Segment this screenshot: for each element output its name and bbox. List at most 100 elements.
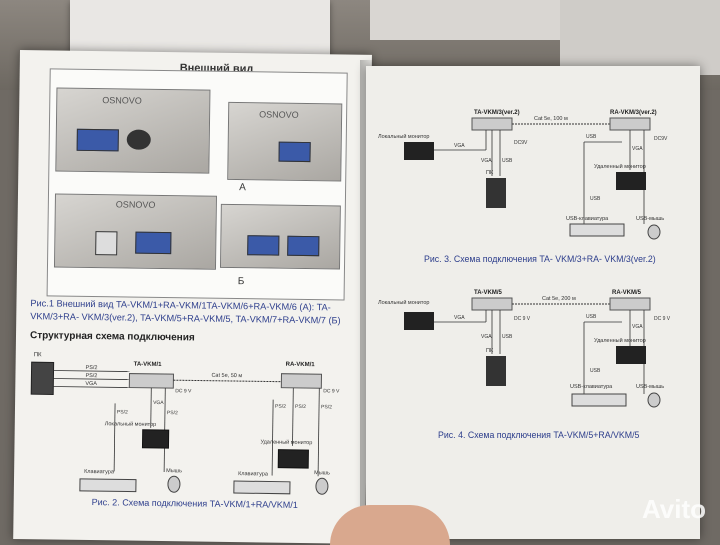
ps2-label-b: PS/2 [85, 373, 97, 379]
usb-label-a: USB [586, 134, 597, 140]
ps2-vertical-2: PS/2 [167, 410, 178, 416]
usb-vertical: USB [502, 158, 513, 164]
mouse-left-label: Мышь [166, 468, 182, 474]
mouse-right-label: Мышь [314, 470, 330, 476]
figure3-caption: Рис. 3. Схема подключения TA- VKM/3+RA- … [424, 254, 656, 264]
device-photo-a1: OSNOVO [55, 87, 211, 174]
ra-label: RA-VKM/1 [286, 362, 316, 368]
box-lid [370, 0, 580, 40]
mouse-right-icon [315, 477, 329, 495]
ps2-vertical-3: PS/2 [275, 404, 286, 410]
dc-right-label: DC9V [654, 136, 668, 142]
usb-mouse-label: USB-мышь [636, 384, 664, 390]
usb-keyboard-label: USB-клавиатура [566, 216, 609, 222]
diagram-fig4: TA-VKM/5 Cat 5e, 200 м RA-VKM/5 Локальны… [378, 290, 671, 408]
device-photo-b2 [219, 203, 341, 270]
usb-keyboard-icon [571, 393, 627, 407]
cable-label: Cat 5e, 50 м [211, 373, 242, 379]
ta-device [471, 297, 513, 311]
white-box [70, 0, 330, 58]
ra-device [280, 373, 323, 389]
avito-watermark: Avito [641, 494, 706, 524]
ta-label: TA-VKM/3(ver.2) [474, 110, 520, 116]
figure4-caption: Рис. 4. Схема подключения TA-VKM/5+RA/VK… [438, 430, 640, 440]
vga-label: VGA [85, 381, 97, 387]
dc-left-label: DC9V [514, 140, 528, 146]
keyboard-right-label: Клавиатура [238, 471, 269, 477]
vga-vertical: VGA [481, 158, 492, 164]
vga-vertical: VGA [153, 400, 164, 406]
mouse-left-icon [167, 475, 181, 493]
brand-label: OSNOVO [259, 109, 299, 120]
local-monitor-label: Локальный монитор [378, 133, 429, 140]
usb-label-a: USB [586, 314, 597, 320]
brand-label: OSNOVO [115, 199, 156, 210]
figure1-caption-line1: Рис.1 Внешний вид TA-VKM/1+RA-VKM/1TA-VK… [30, 298, 331, 313]
manual-right-page: TA-VKM/3(ver.2) Cat 5e, 100 м RA-VKM/3(v… [366, 66, 700, 539]
device-photo-frame: OSNOVO OSNOVO А OSNOVO Б [46, 68, 348, 301]
vga-label: VGA [454, 315, 465, 321]
label-a: А [239, 182, 246, 194]
local-monitor-label: Локальный монитор [378, 299, 429, 306]
ra-label: RA-VKM/5 [612, 290, 642, 296]
usb-label-c: USB [590, 196, 601, 202]
remote-monitor-icon [277, 449, 309, 469]
ta-label: TA-VKM/1 [134, 362, 163, 368]
ps2-vertical-1: PS/2 [117, 409, 128, 415]
figure1-caption-line2: VKM/3+RA- VKM/3(ver.2), TA-VKM/5+RA-VKM/… [30, 311, 341, 326]
ra-label: RA-VKM/3(ver.2) [610, 110, 657, 116]
usb-keyboard-icon [569, 223, 625, 237]
usb-mouse-label: USB-мышь [636, 216, 664, 222]
remote-monitor-label: Удаленный монитор [594, 337, 646, 344]
brand-label: OSNOVO [102, 95, 142, 106]
keyboard-right-icon [233, 480, 291, 495]
pc-label: ПК [486, 170, 494, 176]
vga-vertical: VGA [481, 334, 492, 340]
keyboard-left-icon [79, 478, 137, 493]
pc-label: ПК [34, 352, 42, 358]
dc-right-label: DC 9 V [323, 388, 340, 394]
pc-icon [486, 178, 506, 208]
usb-vertical: USB [502, 334, 513, 340]
dc-left-label: DC 9 V [514, 316, 531, 322]
usb-label-c: USB [590, 368, 601, 374]
ps2-vertical-5: PS/2 [321, 404, 332, 410]
device-photo-a2: OSNOVO [227, 101, 343, 182]
pc-icon [30, 361, 55, 396]
ta-label: TA-VKM/5 [474, 290, 503, 296]
ta-device [128, 373, 174, 389]
remote-monitor-icon [616, 172, 646, 190]
device-photo-b1: OSNOVO [53, 193, 217, 270]
manual-left-page: Внешний вид OSNOVO OSNOVO А OSNOVO Б Рис… [13, 50, 372, 544]
box-corner [560, 0, 720, 75]
ps2-label-a: PS/2 [86, 365, 98, 371]
label-b: Б [237, 276, 245, 288]
usb-keyboard-label: USB-клавиатура [570, 384, 613, 390]
local-monitor-icon [404, 312, 434, 330]
diagram-fig2: ПК PS/2 PS/2 VGA TA-VKM/1 Cat 5e, 50 м R… [30, 352, 340, 495]
ps2-vertical-4: PS/2 [295, 404, 306, 410]
local-monitor-icon [404, 142, 434, 160]
section-title: Структурная схема подключения [29, 330, 195, 344]
vga-label-b: VGA [632, 146, 643, 152]
usb-mouse-icon [647, 224, 661, 240]
cable-label: Cat 5e, 200 м [542, 296, 576, 302]
remote-monitor-icon [616, 346, 646, 364]
ra-device [609, 297, 651, 311]
remote-monitor-label: Удаленный монитор [594, 163, 646, 170]
vga-label-b: VGA [632, 324, 643, 330]
pc-icon [486, 356, 506, 386]
ra-device [609, 117, 651, 131]
keyboard-left-label: Клавиатура [84, 469, 115, 475]
figure2-caption: Рис. 2. Схема подключения TA-VKM/1+RA/VK… [91, 497, 298, 510]
cable-label: Cat 5e, 100 м [534, 116, 568, 122]
usb-mouse-icon [647, 392, 661, 408]
local-monitor-icon [141, 429, 170, 449]
hand [330, 505, 450, 545]
dc-right-label: DC 9 V [654, 316, 671, 322]
dc-left-label: DC 9 V [175, 388, 192, 394]
local-monitor-label: Локальный монитор [105, 420, 157, 428]
pc-label: ПК [486, 348, 494, 354]
diagram-fig3: TA-VKM/3(ver.2) Cat 5e, 100 м RA-VKM/3(v… [378, 110, 668, 240]
ta-device [471, 117, 513, 131]
